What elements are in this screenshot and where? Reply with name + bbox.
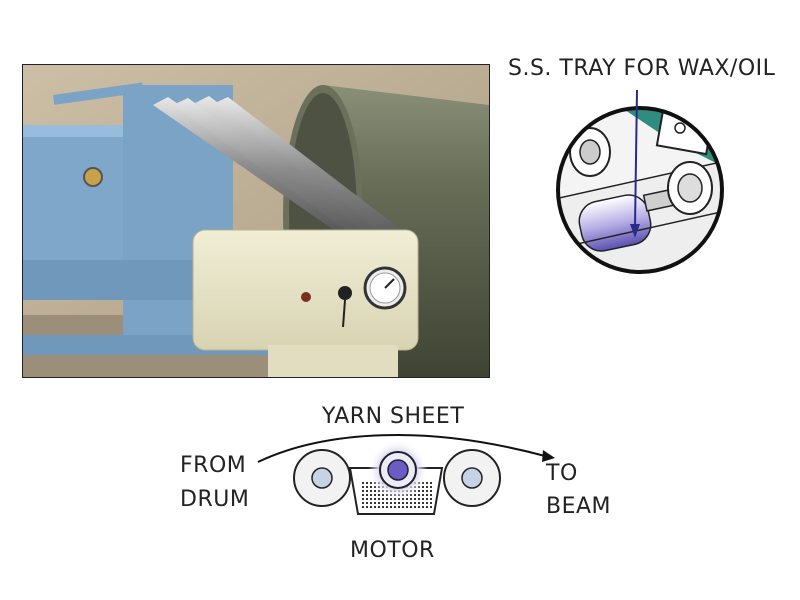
yarn-path-diagram [250, 430, 570, 540]
tray-pointer-arrow [630, 89, 640, 238]
tray-label: S.S. TRAY FOR WAX/OIL [508, 56, 776, 81]
drum-label: DRUM [180, 487, 250, 512]
from-label: FROM [180, 453, 247, 478]
machine-photo [22, 64, 490, 378]
beam-label: BEAM [546, 494, 612, 519]
yarn-sheet-label: YARN SHEET [322, 404, 465, 429]
to-label: TO [546, 461, 578, 486]
tray-closeup-inset [550, 100, 730, 280]
motor-label: MOTOR [350, 538, 435, 563]
